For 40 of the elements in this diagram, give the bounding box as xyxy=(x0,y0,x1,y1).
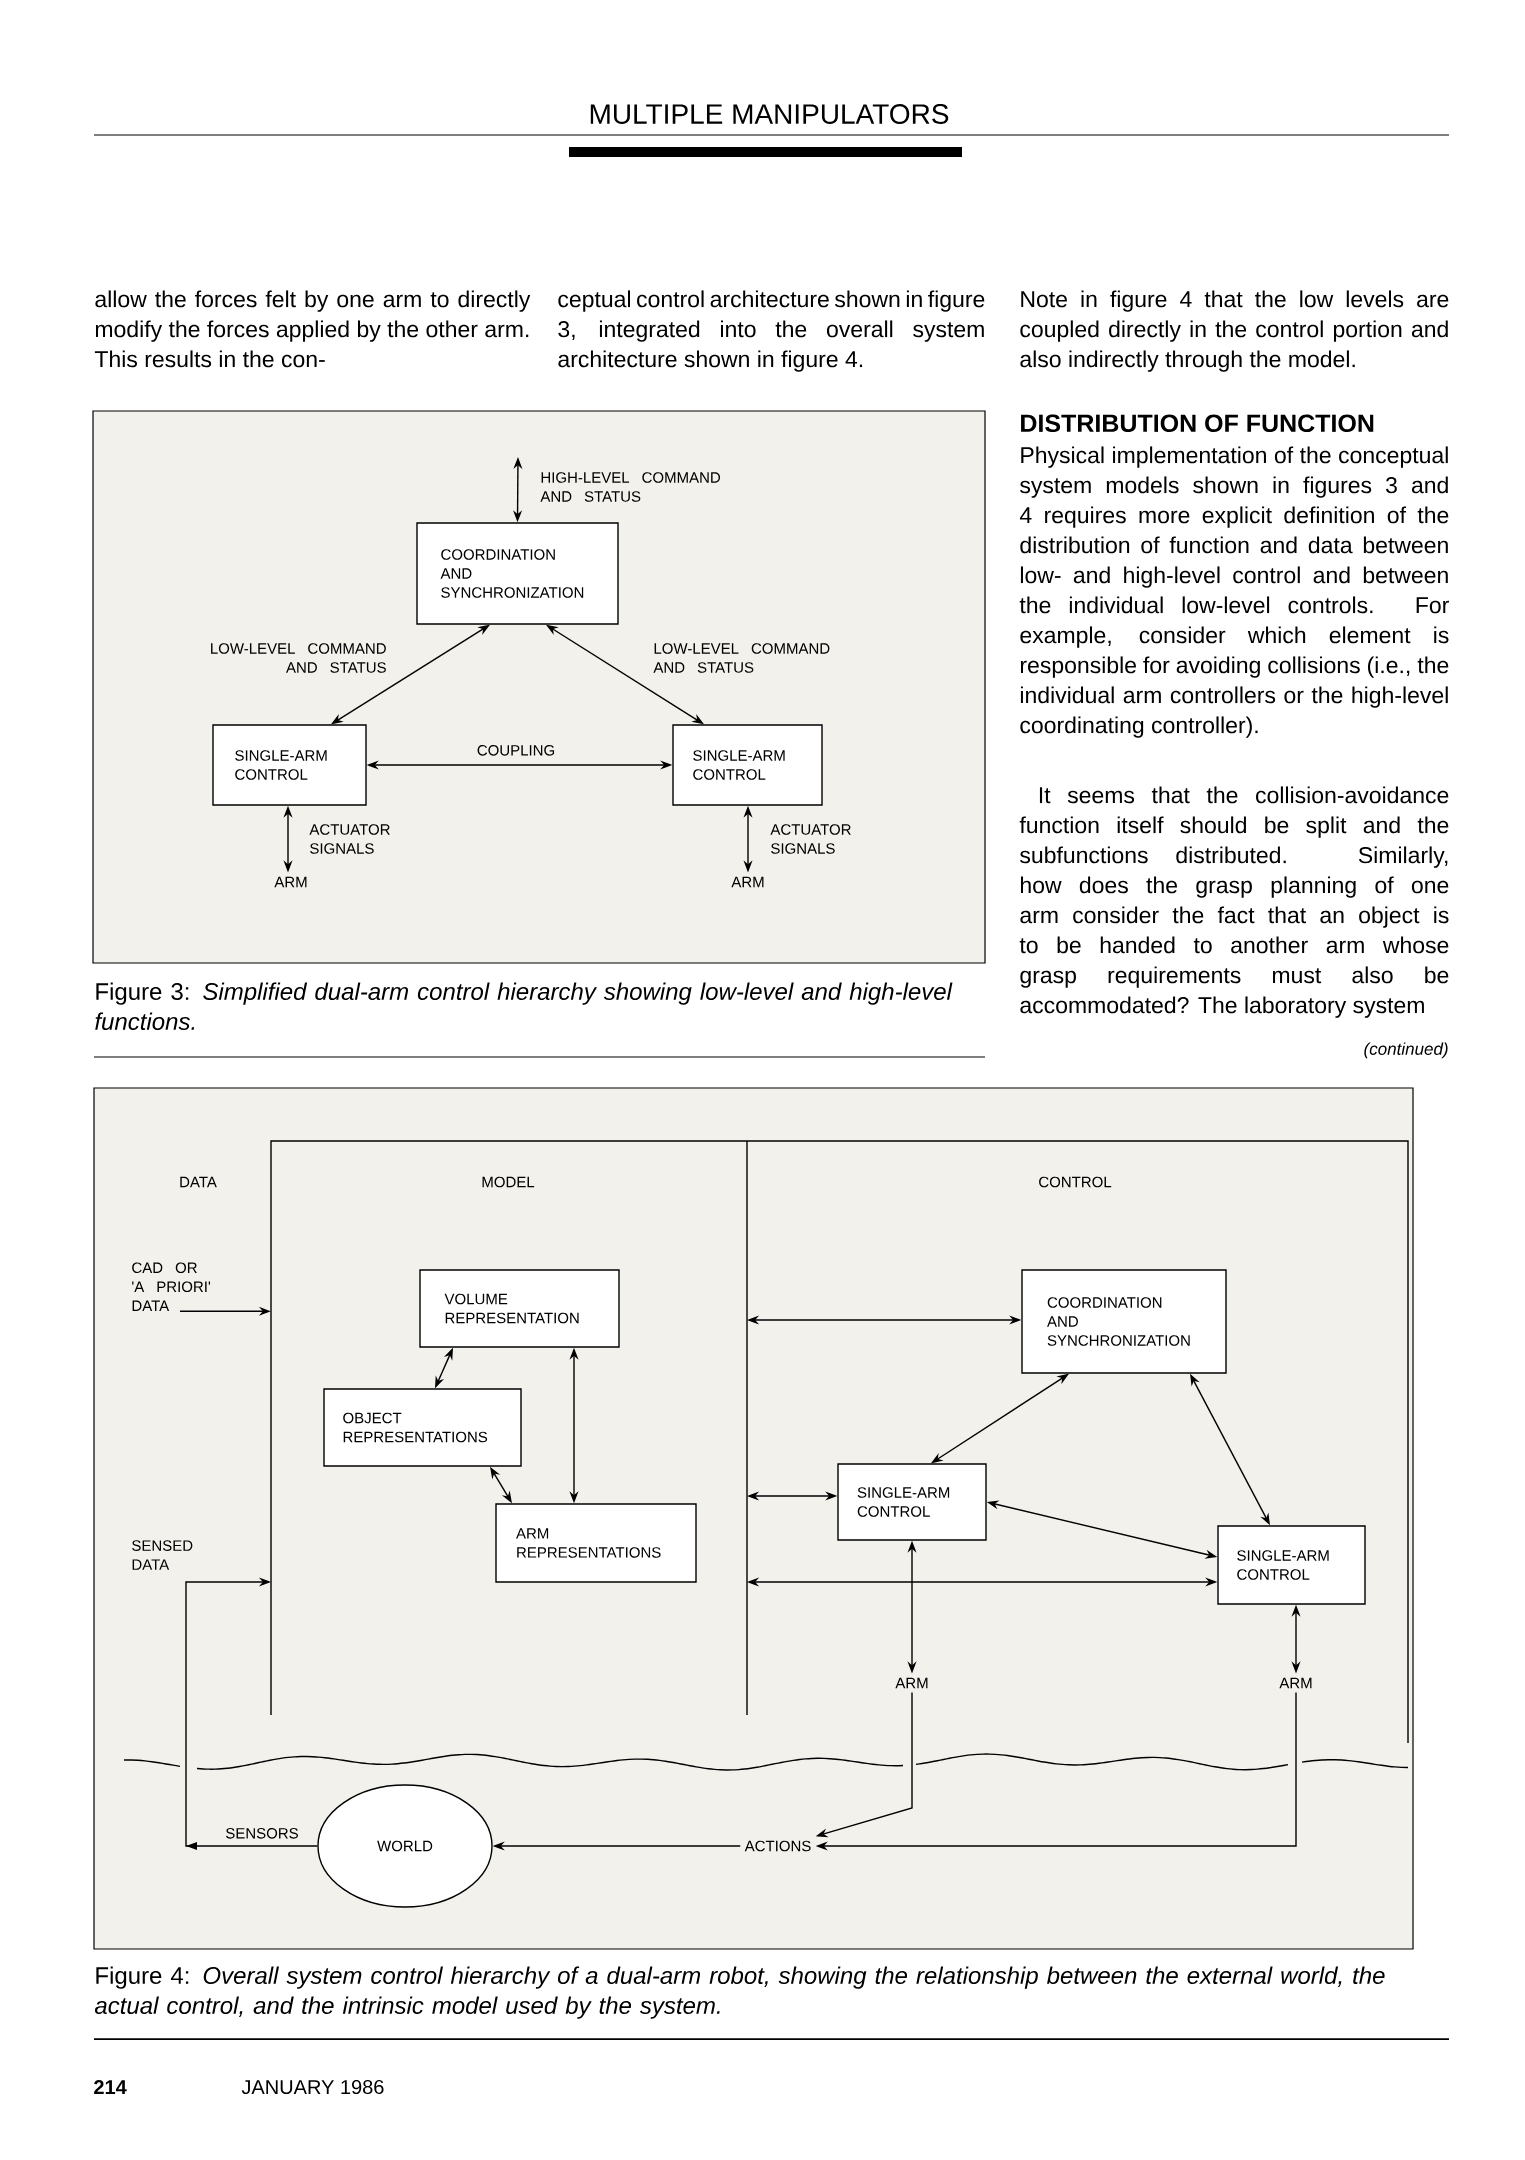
column-label: MODEL xyxy=(482,1176,535,1188)
page-number: 214 xyxy=(94,2080,127,2094)
process-box: COORDINATION AND SYNCHRONIZATION xyxy=(1021,1269,1227,1374)
ellipse-node: WORLD xyxy=(317,1784,493,1908)
paragraph: Physical implementation of the conceptual system models shown in figures 3 and 4 requires more explicit definition of the distribution of function and data between low- and high-level control and between the individual low-level controls. For example, consider which element is responsible for avoiding collisions (i.e., the individual arm controllers or the high-level coordinating controller). xyxy=(1019,446,1449,738)
edge-label: ACTUATOR SIGNALS xyxy=(309,824,390,854)
edge-label: SENSORS xyxy=(226,1828,298,1839)
process-box: SINGLE-ARM CONTROL xyxy=(1217,1525,1366,1605)
edge-label: COUPLING xyxy=(477,745,555,756)
process-box: COORDINATION AND SYNCHRONIZATION xyxy=(416,522,619,625)
column-label: DATA xyxy=(180,1176,217,1188)
process-box: VOLUME REPRESENTATION xyxy=(419,1269,620,1348)
text-label: SENSED DATA xyxy=(132,1540,193,1570)
text-label: ARM xyxy=(1279,1677,1312,1689)
text-label: ACTIONS xyxy=(744,1840,811,1852)
process-box: ARM REPRESENTATIONS xyxy=(495,1503,697,1583)
edge-label: LOW-LEVEL COMMAND AND STATUS xyxy=(653,643,830,673)
process-box: SINGLE-ARM CONTROL xyxy=(837,1463,987,1541)
text-label: ARM xyxy=(895,1677,928,1689)
text-label: ARM xyxy=(731,876,764,888)
section-heading: DISTRIBUTION OF FUNCTION xyxy=(1021,414,1374,433)
paragraph: allow the forces felt by one arm to directly modify the forces applied by the other arm. This results in the con- xyxy=(94,290,531,368)
process-box: OBJECT REPRESENTATIONS xyxy=(323,1388,522,1467)
edge-label: LOW-LEVEL COMMAND AND STATUS xyxy=(211,643,386,673)
process-box: SINGLE-ARM CONTROL xyxy=(212,724,367,806)
text-label: CAD OR 'A PRIORI' DATA xyxy=(132,1262,211,1311)
edge-label: HIGH-LEVEL COMMAND AND STATUS xyxy=(540,472,720,502)
arrow xyxy=(185,1577,318,1851)
figure-caption: Figure 3: Simplified dual-arm control hierarchy showing low-level and high-level functions. xyxy=(95,982,953,1031)
paragraph: Note in figure 4 that the low levels are coupled directly in the control portion and also indirectly through the model. xyxy=(1020,290,1449,372)
paragraph: It seems that the collision-avoidance function itself should be split and the subfunctions distributed. Similarly, how does the grasp planning of one arm consider the fact that an object is to be handed to another arm whose grasp requirements must also be accommodated? The laboratory system xyxy=(1019,786,1449,1018)
text-label: ARM xyxy=(274,876,307,888)
continuation-note: (continued) xyxy=(1364,1042,1448,1059)
date-line: JANUARY 1986 xyxy=(241,2079,384,2095)
edge-label: ACTUATOR SIGNALS xyxy=(770,824,851,854)
process-box: SINGLE-ARM CONTROL xyxy=(672,724,823,806)
column-label: CONTROL xyxy=(1039,1176,1112,1188)
figure-caption: Figure 4: Overall system control hierarchy of a dual-arm robot, showing the relationship between the external world, the actual control, and the intrinsic model used by the system. xyxy=(94,1966,1385,2019)
paragraph: ceptual control architecture shown in figure 3, integrated into the overall system architecture shown in figure 4. xyxy=(558,290,985,372)
page-title: MULTIPLE MANIPULATORS xyxy=(590,104,949,124)
